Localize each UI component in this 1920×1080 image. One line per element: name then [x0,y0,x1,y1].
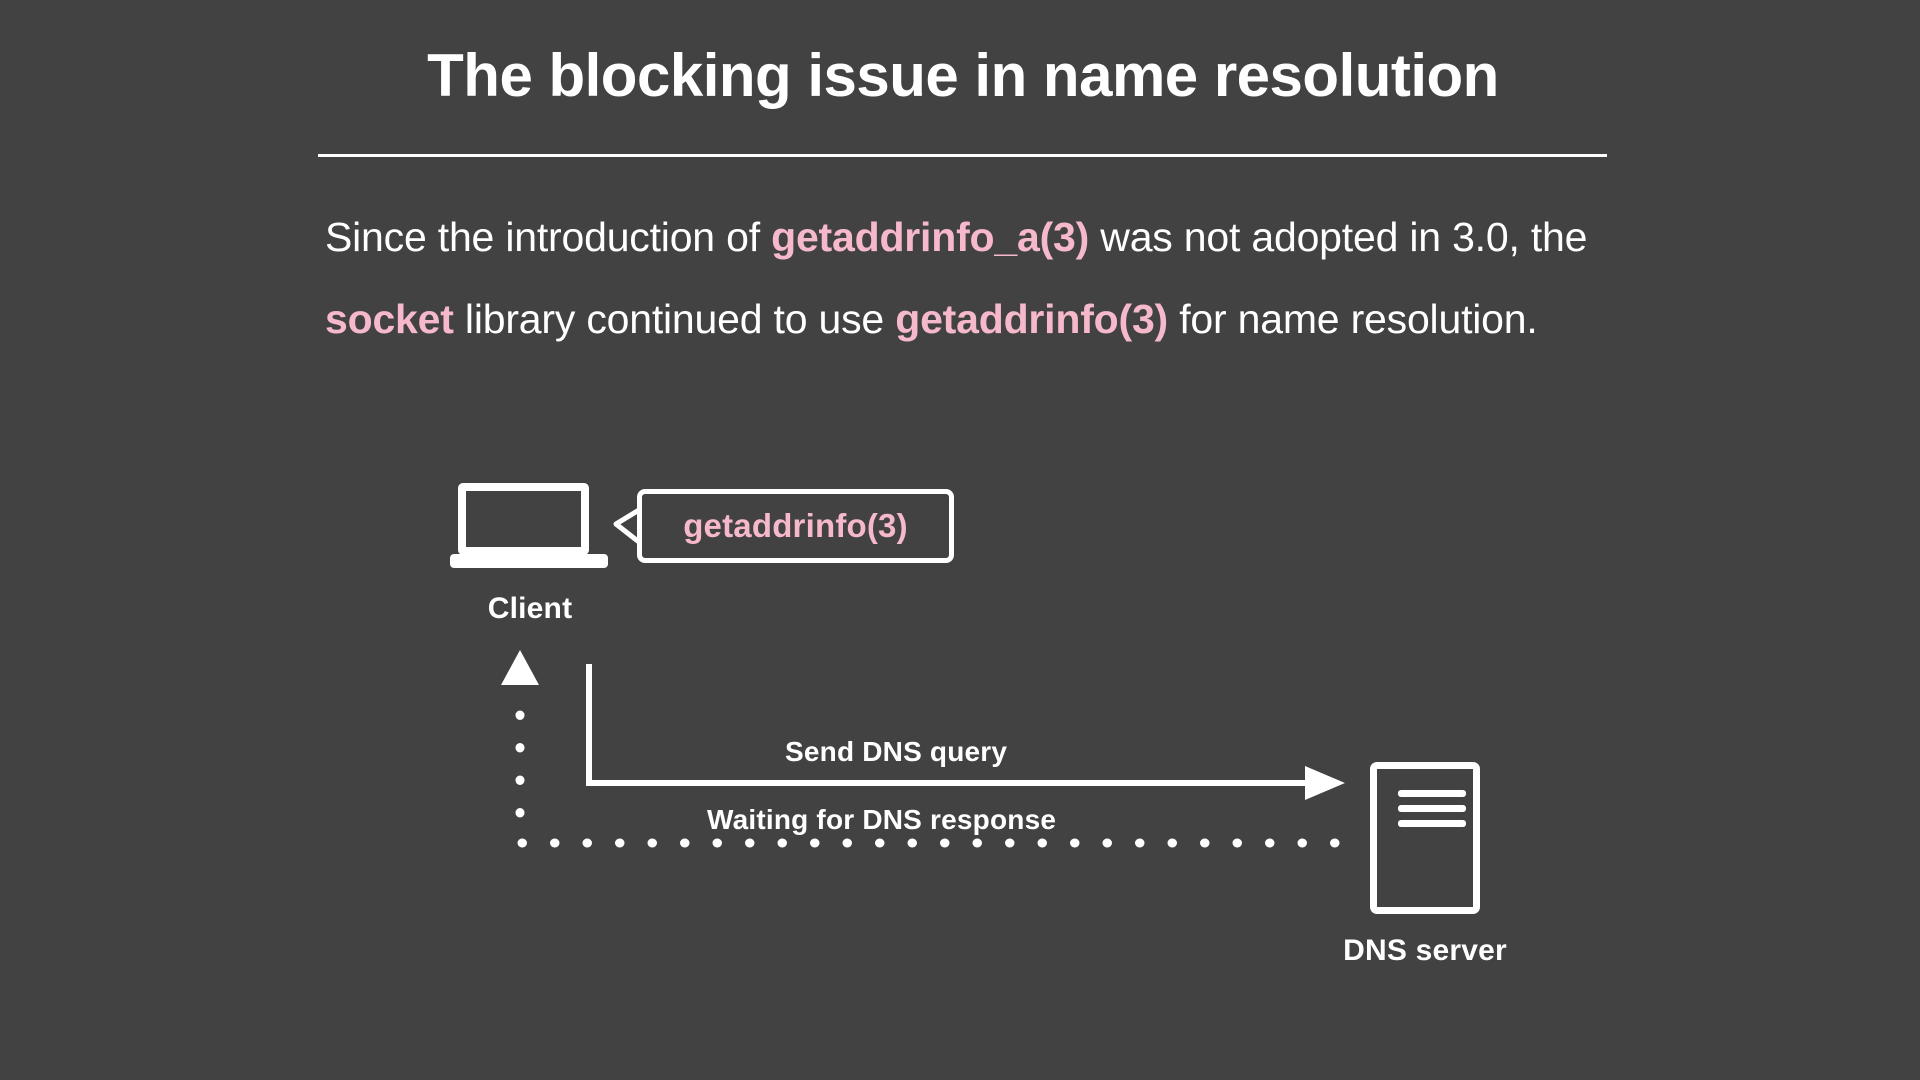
request-path-line [586,664,1310,786]
laptop-icon [450,483,608,575]
client-label: Client [487,592,573,625]
keyword-getaddrinfo-a: getaddrinfo_a(3) [771,214,1090,260]
request-arrowhead-icon [1305,766,1345,800]
callout-bubble-box: getaddrinfo(3) [637,489,954,563]
response-path-line [515,685,1340,848]
laptop-base-shape [450,554,608,568]
body-paragraph: Since the introduction of getaddrinfo_a(… [325,196,1705,360]
body-text-part-1: Since the introduction of [325,214,772,260]
keyword-socket: socket [325,296,454,342]
body-text-part-4: for name resolution. [1168,296,1538,342]
body-text-part-3: library continued to use [453,296,896,342]
keyword-getaddrinfo: getaddrinfo(3) [895,296,1169,342]
server-bar-1 [1398,790,1466,797]
flow-label-waiting-response: Waiting for DNS response [707,804,1057,835]
server-bar-3 [1398,820,1466,827]
server-label: DNS server [1343,934,1507,967]
page-title: The blocking issue in name resolution [427,42,1499,109]
server-icon [1370,762,1480,914]
callout-text: getaddrinfo(3) [683,507,908,544]
flow-label-send-query: Send DNS query [785,736,1008,767]
server-body-shape [1370,762,1480,914]
server-bar-2 [1398,805,1466,812]
body-text-part-2: was not adopted in 3.0, the [1089,214,1588,260]
callout-bubble: getaddrinfo(3) [613,489,954,563]
response-arrowhead-icon [501,650,539,685]
laptop-screen-shape [458,483,589,555]
title-divider [318,154,1607,157]
callout-tail-icon [613,508,640,544]
